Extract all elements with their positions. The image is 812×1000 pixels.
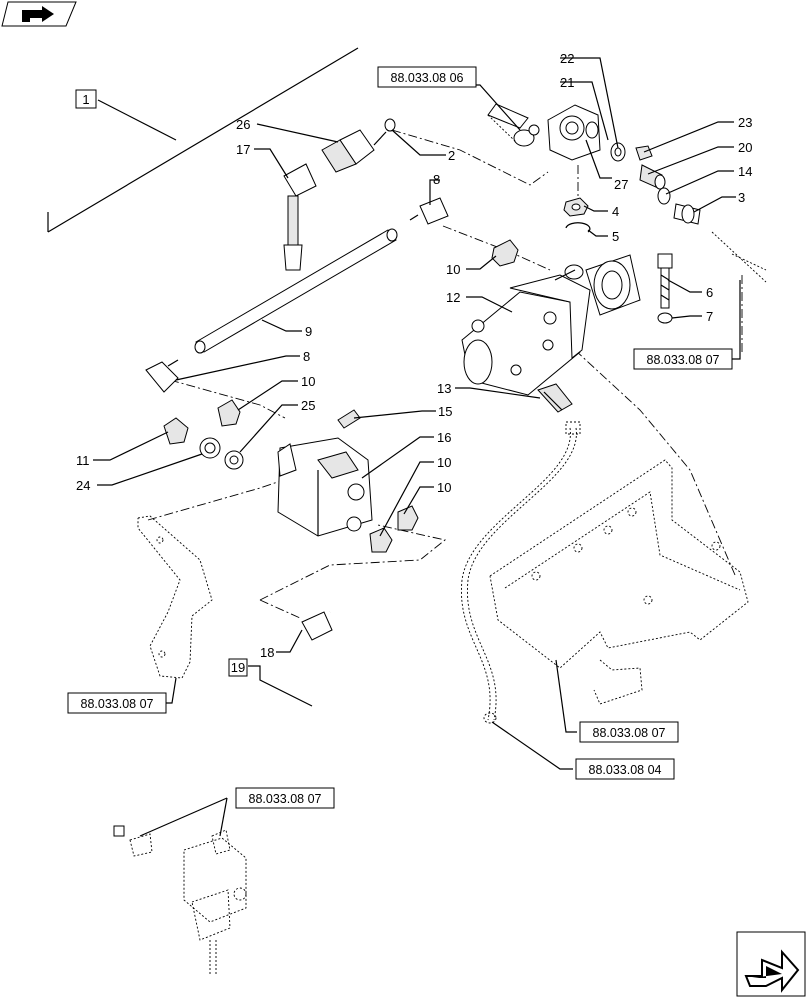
washer-part-25 bbox=[224, 450, 244, 470]
ref-top[interactable]: 88.033.08 06 bbox=[391, 71, 464, 85]
ref-box-right[interactable] bbox=[633, 348, 733, 370]
wiring-harness-part bbox=[460, 421, 581, 724]
callout-8-bottom: 8 bbox=[303, 349, 310, 364]
callout-5: 5 bbox=[612, 229, 619, 244]
leader-lines bbox=[93, 57, 741, 837]
routing-lines bbox=[147, 129, 743, 619]
callout-25: 25 bbox=[301, 398, 315, 413]
ref-right[interactable]: 88.033.08 07 bbox=[647, 353, 720, 367]
callout-2: 2 bbox=[448, 148, 455, 163]
ref-left[interactable]: 88.033.08 07 bbox=[81, 697, 154, 711]
callout-10-top: 10 bbox=[446, 262, 460, 277]
callout-19: 19 bbox=[231, 660, 245, 675]
callout-21: 21 bbox=[560, 75, 574, 90]
callout-20: 20 bbox=[738, 140, 752, 155]
callout-17: 17 bbox=[236, 142, 250, 157]
callout-26: 26 bbox=[236, 117, 250, 132]
nav-arrow-icon[interactable] bbox=[1, 1, 77, 27]
elbow-part-8-top bbox=[409, 197, 449, 225]
union-part-3 bbox=[673, 203, 701, 225]
callout-23: 23 bbox=[738, 115, 752, 130]
callout-18: 18 bbox=[260, 645, 274, 660]
washer-part-7 bbox=[657, 312, 673, 324]
callout-10-mid: 10 bbox=[437, 455, 451, 470]
main-valve-part-12 bbox=[461, 254, 641, 396]
ref-box-harness[interactable] bbox=[575, 758, 675, 780]
washer-part-24 bbox=[199, 437, 221, 459]
tee-block-part bbox=[528, 104, 601, 161]
callout-9: 9 bbox=[305, 324, 312, 339]
plug-part-10-left bbox=[217, 399, 241, 427]
pipe-stub-part bbox=[487, 103, 535, 147]
snap-ring-part-5 bbox=[565, 222, 591, 233]
plug-part-11 bbox=[163, 417, 189, 445]
right-frame-part bbox=[489, 459, 749, 705]
callout-24: 24 bbox=[76, 478, 90, 493]
screw-part-6 bbox=[657, 253, 673, 309]
sensor-part-26 bbox=[321, 118, 396, 173]
left-bracket-part bbox=[137, 515, 213, 679]
hose-part-19 bbox=[95, 600, 409, 837]
callout-box-19 bbox=[228, 658, 248, 677]
reference-labels[interactable]: 88.033.08 06 88.033.08 07 88.033.08 07 8… bbox=[67, 66, 733, 809]
callout-7: 7 bbox=[706, 309, 713, 324]
nut-part-4 bbox=[563, 197, 589, 217]
callout-27: 27 bbox=[614, 177, 628, 192]
callout-11: 11 bbox=[76, 453, 90, 468]
next-page-arrow-icon[interactable] bbox=[736, 931, 806, 997]
callout-14: 14 bbox=[738, 164, 752, 179]
plug-part-23 bbox=[635, 145, 653, 161]
plug-part-10-right bbox=[397, 505, 419, 531]
callout-6: 6 bbox=[706, 285, 713, 300]
callout-13: 13 bbox=[437, 381, 451, 396]
plug-part-10-top bbox=[491, 239, 519, 267]
connector-part-17 bbox=[283, 163, 317, 271]
callout-1: 1 bbox=[82, 92, 89, 107]
bolt-part-15 bbox=[337, 409, 361, 429]
ref-box-bracket[interactable] bbox=[579, 721, 679, 743]
ref-bracket[interactable]: 88.033.08 07 bbox=[593, 726, 666, 740]
callout-labels: 1 2 3 4 5 6 7 8 8 9 10 10 10 10 11 12 13… bbox=[75, 51, 752, 677]
seal-part-14 bbox=[657, 187, 671, 205]
callout-8-top: 8 bbox=[433, 172, 440, 187]
ref-box-left[interactable] bbox=[67, 692, 167, 714]
callout-15: 15 bbox=[438, 404, 452, 419]
callout-4: 4 bbox=[612, 204, 619, 219]
callout-10-left: 10 bbox=[301, 374, 315, 389]
valve-block-part-16 bbox=[277, 437, 373, 537]
tube-part-9 bbox=[194, 228, 398, 354]
plug-part-10-mid bbox=[369, 527, 393, 553]
callout-3: 3 bbox=[738, 190, 745, 205]
ref-box-solenoid[interactable] bbox=[235, 787, 335, 809]
elbow-part-8-bottom bbox=[145, 359, 179, 393]
callout-10-right: 10 bbox=[437, 480, 451, 495]
solenoid-part bbox=[129, 829, 247, 975]
callout-22: 22 bbox=[560, 51, 574, 66]
assembly-line bbox=[47, 47, 359, 233]
pressure-switch-part-13 bbox=[537, 383, 573, 413]
callout-box-1 bbox=[75, 89, 97, 109]
callout-16: 16 bbox=[437, 430, 451, 445]
ref-box-top[interactable] bbox=[377, 66, 477, 88]
hose-stub-right bbox=[711, 231, 767, 283]
ref-harness[interactable]: 88.033.08 04 bbox=[589, 763, 662, 777]
ref-solenoid[interactable]: 88.033.08 07 bbox=[249, 792, 322, 806]
callout-12: 12 bbox=[446, 290, 460, 305]
